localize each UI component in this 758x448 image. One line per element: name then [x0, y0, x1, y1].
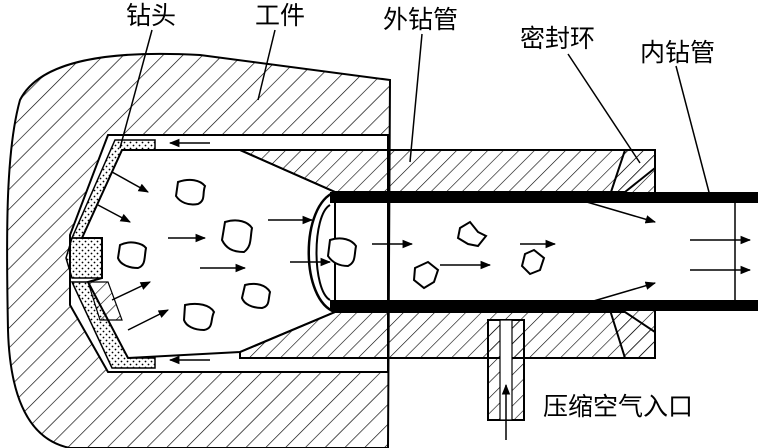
label-outer-drill-pipe: 外钻管	[383, 5, 459, 34]
label-compressed-air-inlet: 压缩空气入口	[543, 392, 694, 421]
label-seal-ring: 密封环	[520, 24, 596, 53]
label-inner-drill-pipe: 内钻管	[640, 38, 716, 67]
inner-drill-pipe-bottom-wall	[330, 300, 758, 311]
label-drill-bit: 钻头	[126, 1, 177, 30]
leader-lines	[119, 29, 711, 197]
flow-arrows	[97, 138, 752, 440]
chip-particles	[116, 178, 546, 332]
label-workpiece: 工件	[255, 1, 306, 30]
drilled-hole	[69, 134, 389, 373]
inner-drill-pipe-top-wall	[330, 192, 758, 203]
